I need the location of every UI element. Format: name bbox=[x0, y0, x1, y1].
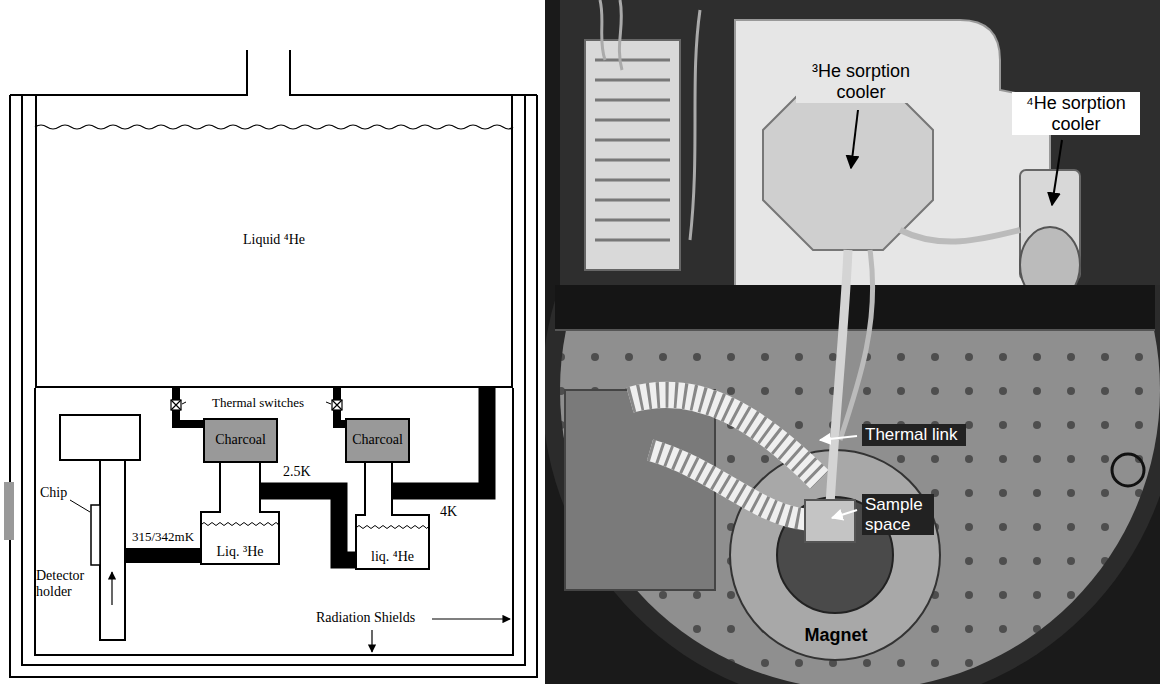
pot-wall bbox=[356, 463, 429, 569]
callout-label: ³He sorption cooler bbox=[796, 60, 926, 103]
holder-label: Detector holder bbox=[36, 568, 96, 600]
liquid-surface bbox=[357, 526, 428, 529]
detector-holder-column bbox=[100, 460, 125, 640]
chip bbox=[91, 505, 100, 565]
liquid-surface bbox=[35, 125, 513, 129]
temperature-label: 4K bbox=[438, 504, 459, 520]
pot-wall bbox=[201, 463, 279, 564]
node-text: Charcoal bbox=[215, 432, 266, 448]
cryostat-shields bbox=[10, 50, 537, 677]
window-port bbox=[4, 482, 14, 540]
shield-arrow bbox=[432, 618, 510, 619]
charcoal-pump: Charcoal bbox=[345, 418, 410, 463]
shield-label: Radiation Shields bbox=[316, 610, 430, 626]
charcoal-pump: Charcoal bbox=[203, 418, 278, 463]
node-text: Liquid ⁴He bbox=[243, 232, 305, 248]
callout-label: ⁴He sorption cooler bbox=[1012, 92, 1140, 135]
chip-label: Chip bbox=[40, 485, 74, 501]
thermal-link-band bbox=[125, 548, 201, 563]
liquid-surface bbox=[202, 523, 279, 526]
switch-leader bbox=[326, 402, 331, 404]
holder-arrow bbox=[111, 572, 112, 605]
node-text: Liq. ³He bbox=[217, 544, 264, 560]
callout-label: Thermal link bbox=[862, 424, 966, 446]
helium-pot: liq. ⁴He bbox=[355, 463, 430, 570]
shield-arrow bbox=[371, 630, 372, 652]
node-text: liq. ⁴He bbox=[371, 549, 414, 565]
chip-leader bbox=[70, 500, 90, 512]
temperature-label: 2.5K bbox=[281, 464, 313, 480]
helium-bath: Liquid ⁴He bbox=[35, 95, 513, 388]
switch-label: Thermal switches bbox=[187, 396, 329, 411]
cryostat-photo bbox=[545, 0, 1160, 684]
detector-holder-top bbox=[60, 415, 140, 460]
switch-leader bbox=[182, 402, 186, 404]
node-text: Charcoal bbox=[352, 432, 403, 448]
temperature-label: 315/342mK bbox=[124, 530, 202, 545]
callout-label: Sample space bbox=[862, 494, 934, 535]
helium-pot: Liq. ³He bbox=[200, 463, 280, 565]
callout-label: Magnet bbox=[803, 625, 869, 646]
